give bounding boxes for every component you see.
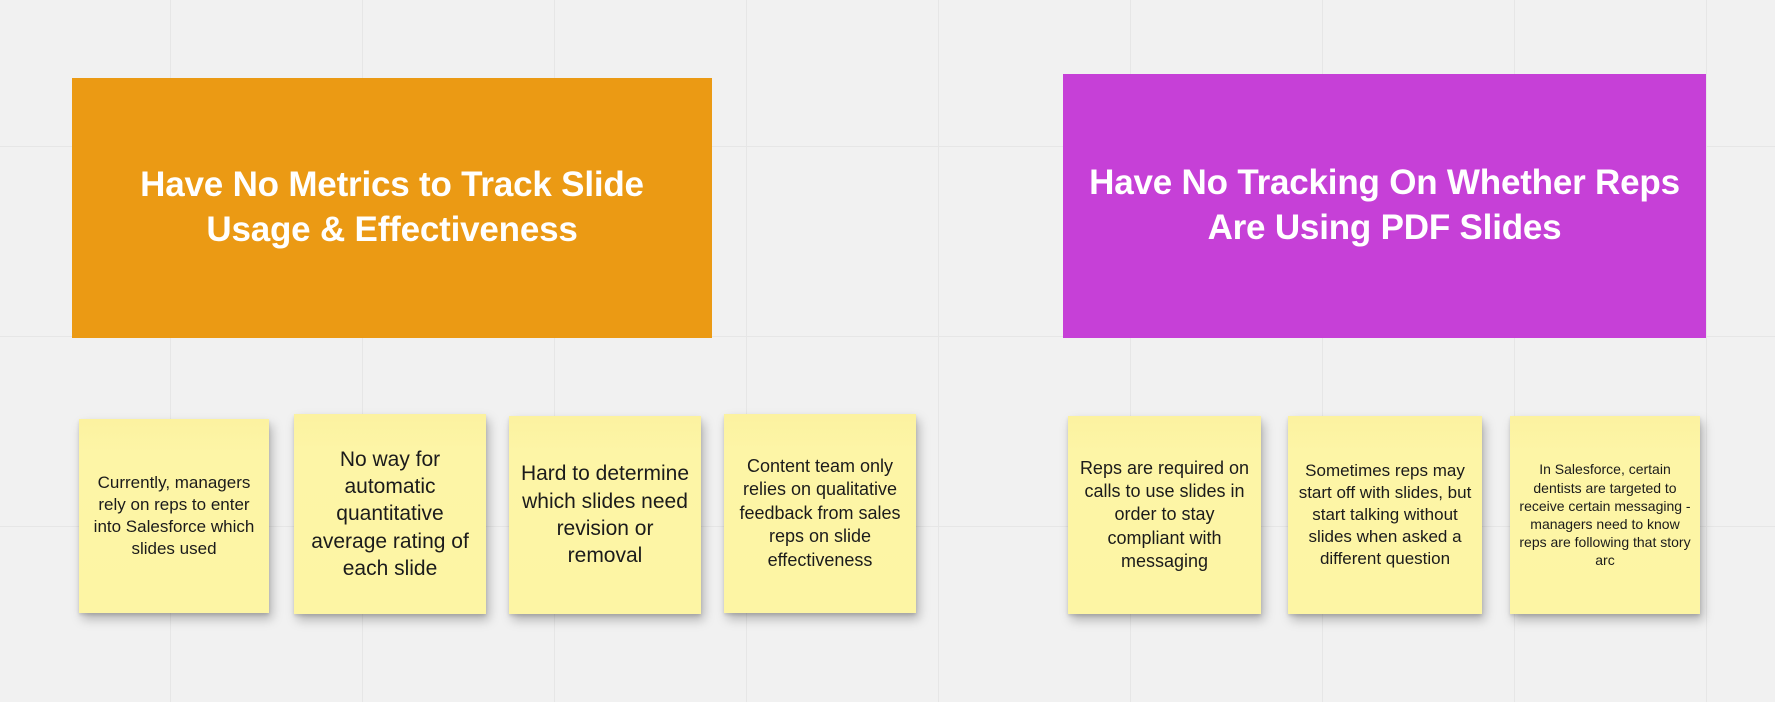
- header-card-metrics[interactable]: Have No Metrics to Track Slide Usage & E…: [72, 78, 712, 338]
- header-card-metrics-title: Have No Metrics to Track Slide Usage & E…: [140, 165, 644, 249]
- sticky-note[interactable]: Sometimes reps may start off with slides…: [1288, 416, 1482, 614]
- sticky-note-text: Sometimes reps may start off with slides…: [1298, 460, 1472, 569]
- sticky-note-text: Reps are required on calls to use slides…: [1079, 457, 1250, 572]
- sticky-note[interactable]: Currently, managers rely on reps to ente…: [79, 419, 269, 613]
- sticky-note[interactable]: Hard to determine which slides need revi…: [509, 416, 701, 614]
- sticky-note[interactable]: Content team only relies on qualitative …: [724, 414, 916, 613]
- sticky-note-text: In Salesforce, certain dentists are targ…: [1519, 461, 1691, 569]
- sticky-note-text: No way for automatic quantitative averag…: [311, 447, 469, 580]
- header-card-tracking-title: Have No Tracking On Whether Reps Are Usi…: [1089, 163, 1680, 247]
- sticky-note-text: Currently, managers rely on reps to ente…: [93, 472, 255, 559]
- header-card-tracking[interactable]: Have No Tracking On Whether Reps Are Usi…: [1063, 74, 1706, 338]
- sticky-note-text: Content team only relies on qualitative …: [739, 456, 901, 570]
- sticky-note-text: Hard to determine which slides need revi…: [520, 462, 690, 568]
- sticky-note[interactable]: No way for automatic quantitative averag…: [294, 414, 486, 614]
- sticky-note[interactable]: In Salesforce, certain dentists are targ…: [1510, 416, 1700, 614]
- sticky-note[interactable]: Reps are required on calls to use slides…: [1068, 416, 1261, 614]
